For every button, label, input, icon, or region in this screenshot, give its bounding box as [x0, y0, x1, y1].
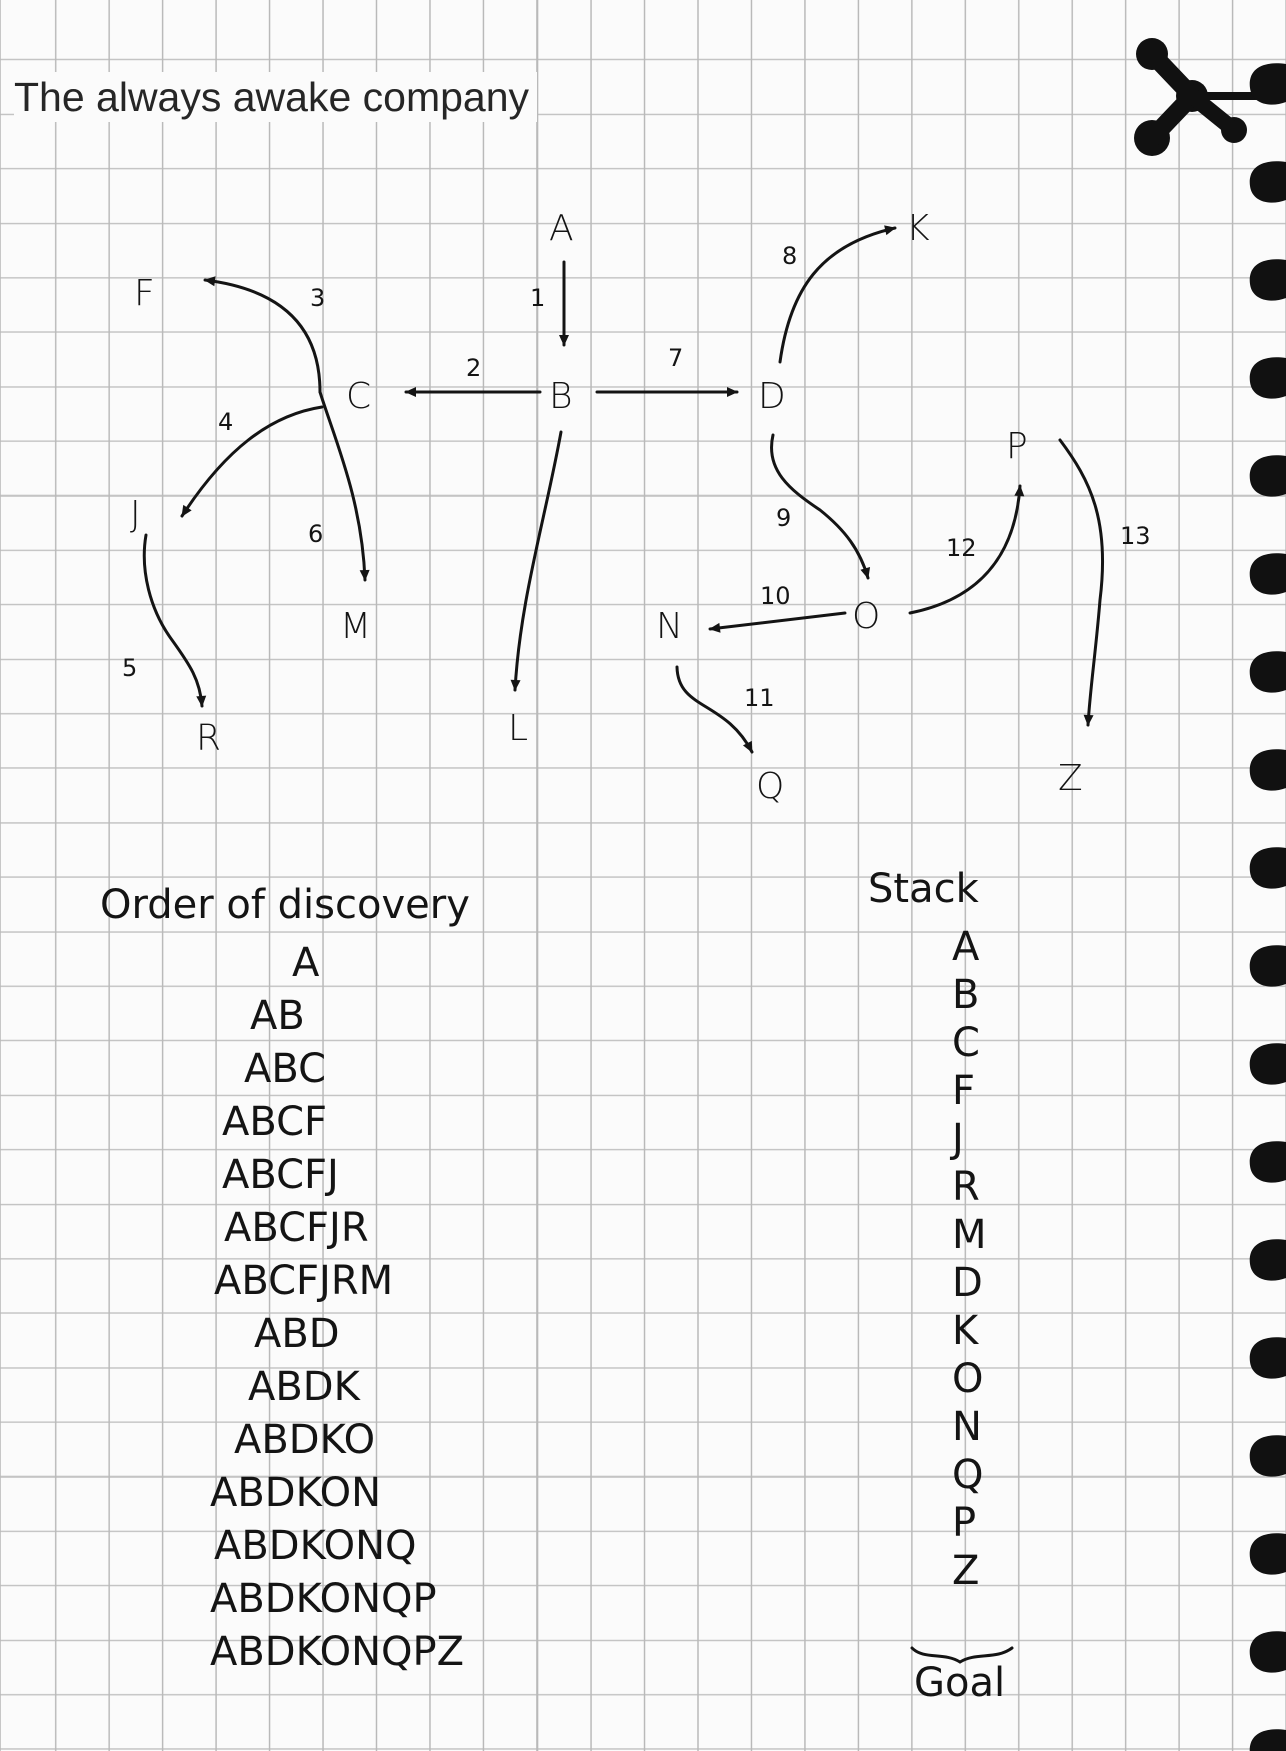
edge-c-m-arrow [318, 390, 370, 582]
edge-label: 7 [668, 344, 683, 372]
discovery-step: ABDKON [210, 1470, 381, 1516]
edge-o-n-arrow [708, 611, 847, 633]
edge-label: 5 [122, 654, 137, 682]
binding-ring [1249, 945, 1286, 987]
stack-title: Stack [868, 866, 980, 912]
discovery-step: ABDKO [234, 1417, 375, 1463]
brand-tagline: The always awake company [14, 72, 538, 122]
binding-ring [1249, 847, 1286, 889]
stack-item: O [952, 1356, 983, 1402]
stack-item: F [952, 1068, 975, 1114]
stack-item: M [952, 1212, 987, 1258]
discovery-step: ABCFJR [224, 1205, 369, 1251]
node-k: K [906, 208, 930, 249]
discovery-step: ABD [254, 1311, 340, 1357]
node-r: R [196, 718, 221, 759]
binding-ring [1249, 1239, 1286, 1281]
edge-c-j-arrow [180, 405, 324, 518]
discovery-steps-list: A AB ABC ABCF ABCFJ ABCFJR ABCFJRM ABD ABDK ABDKO… [210, 940, 464, 1675]
stack-item: D [952, 1260, 983, 1306]
binding-ring [1249, 1141, 1286, 1183]
node-c: C [346, 376, 371, 417]
stack-item: P [952, 1500, 976, 1546]
node-l: L [508, 708, 528, 749]
binding-ring [1249, 63, 1286, 105]
discovery-step: ABDK [248, 1364, 362, 1410]
discovery-step: ABCF [222, 1099, 327, 1145]
edge-b-l-arrow [510, 430, 563, 692]
stack-item: J [949, 1116, 964, 1162]
edge-p-z-arrow [1058, 438, 1105, 727]
edge-label: 8 [782, 242, 797, 270]
edge-label: 3 [310, 284, 325, 312]
edge-label: 9 [776, 504, 791, 532]
stack-item: N [952, 1404, 982, 1450]
edge-o-p-arrow [908, 484, 1025, 615]
binding-ring [1249, 1729, 1286, 1751]
stack-item: B [952, 972, 979, 1018]
stack-item: R [952, 1164, 980, 1210]
discovery-step: ABCFJRM [214, 1258, 393, 1304]
node-f: F [134, 273, 155, 314]
node-p: P [1006, 426, 1028, 467]
node-n: N [656, 606, 683, 647]
node-a: A [549, 208, 574, 249]
edge-d-k-arrow [778, 225, 897, 364]
binding-ring [1249, 1631, 1286, 1673]
binding-ring [1249, 259, 1286, 301]
edge-label: 1 [530, 284, 545, 312]
discovery-step: AB [250, 993, 305, 1039]
molecule-logo-icon [1134, 38, 1265, 156]
discovery-step: ABDKONQ [214, 1523, 417, 1569]
edge-d-o-arrow [770, 433, 871, 580]
stack-item: K [952, 1308, 980, 1354]
binding-ring [1249, 651, 1286, 693]
binding-ring [1249, 749, 1286, 791]
stack-item: C [952, 1020, 980, 1066]
stack-item: Q [952, 1452, 983, 1498]
edge-label: 4 [218, 408, 233, 436]
binding-ring [1249, 1043, 1286, 1085]
binding-ring [1249, 1435, 1286, 1477]
edge-label: 13 [1120, 522, 1151, 550]
discovery-step: A [292, 940, 320, 986]
stack-item: A [952, 924, 980, 970]
node-o: O [852, 596, 880, 637]
binding-ring [1249, 1533, 1286, 1575]
edge-label: 10 [760, 582, 791, 610]
node-q: Q [756, 766, 784, 807]
binding-ring [1249, 1337, 1286, 1379]
discovery-step: ABC [244, 1046, 326, 1092]
spiral-binding [1249, 63, 1286, 1751]
edge-c-f-arrow [203, 276, 322, 394]
binding-ring [1249, 161, 1286, 203]
binding-ring [1249, 357, 1286, 399]
edge-label: 11 [744, 684, 775, 712]
node-z: Z [1058, 758, 1083, 799]
edge-label: 2 [466, 354, 481, 382]
stack-item: Z [952, 1548, 979, 1594]
goal-brace [910, 1646, 1014, 1664]
edge-j-r-arrow [142, 533, 207, 708]
discovery-step: ABCFJ [222, 1152, 339, 1198]
discovery-title: Order of discovery [100, 882, 470, 928]
edge-n-q-arrow [675, 665, 754, 754]
node-j: J [130, 494, 141, 535]
discovery-step: ABDKONQP [210, 1576, 437, 1622]
binding-ring [1249, 455, 1286, 497]
discovery-step: ABDKONQPZ [210, 1629, 464, 1675]
edge-label: 12 [946, 534, 977, 562]
binding-ring [1249, 553, 1286, 595]
node-b: B [549, 376, 573, 417]
node-m: M [340, 606, 371, 647]
stack-goal-label: Goal [914, 1660, 1005, 1706]
edge-label: 6 [308, 520, 323, 548]
node-d: D [758, 376, 786, 417]
